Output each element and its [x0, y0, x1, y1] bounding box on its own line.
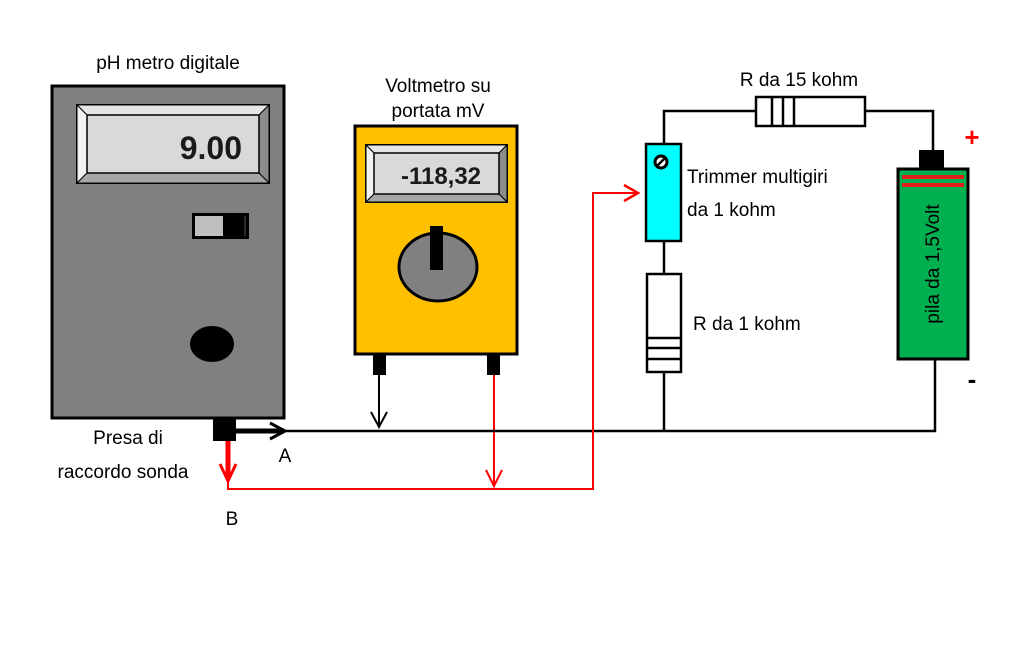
ph-meter: 9.00	[50, 84, 286, 420]
probe-socket	[213, 419, 236, 441]
toggle-switch-icon[interactable]	[192, 213, 249, 239]
wire-top	[662, 109, 756, 143]
wire-top-right	[866, 109, 935, 150]
rotary-dial-icon[interactable]	[397, 226, 479, 303]
trimmer	[644, 142, 683, 243]
probe-socket-label-1: Presa di	[93, 428, 163, 449]
battery-label: pila da 1,5Volt	[923, 204, 944, 324]
terminal-a-arrow-icon	[236, 421, 289, 441]
voltmeter-terminal-com	[373, 355, 386, 375]
ph-value: 9.00	[180, 130, 242, 166]
voltmeter: -118,32	[353, 124, 519, 356]
resistor-15k	[754, 95, 867, 128]
trimmer-label-2: da 1 kohm	[687, 200, 776, 221]
terminal-b-label: B	[226, 509, 239, 530]
voltage-value: -118,32	[401, 163, 481, 190]
terminal-a-label: A	[279, 446, 292, 467]
voltmeter-display: -118,32	[364, 143, 509, 204]
battery-terminal-positive	[919, 150, 944, 169]
knob-icon[interactable]	[190, 326, 234, 362]
resistor-1k	[645, 272, 683, 374]
voltmeter-title-1: Voltmetro su	[385, 76, 491, 97]
voltmeter-terminal-v	[487, 355, 500, 375]
battery: pila da 1,5Volt	[896, 150, 970, 361]
ph-meter-title: pH metro digitale	[96, 53, 240, 74]
terminal-b-arrow-icon	[218, 441, 238, 485]
voltmeter-title-2: portata mV	[392, 101, 485, 122]
ph-meter-display: 9.00	[75, 103, 271, 185]
wire-a	[282, 360, 937, 433]
trimmer-screw-icon[interactable]	[653, 154, 669, 170]
probe-socket-label-2: raccordo sonda	[58, 462, 189, 483]
voltmeter-com-arrow-icon	[370, 375, 388, 430]
trimmer-wiper-arrow-icon	[623, 183, 641, 203]
wire-b	[227, 192, 636, 490]
resistor-1k-label: R da 1 kohm	[693, 314, 801, 335]
positive-sign: +	[964, 122, 979, 152]
resistor-15k-label: R da 15 kohm	[740, 70, 858, 91]
trimmer-label-1: Trimmer multigiri	[687, 167, 828, 188]
negative-sign: -	[968, 364, 977, 394]
